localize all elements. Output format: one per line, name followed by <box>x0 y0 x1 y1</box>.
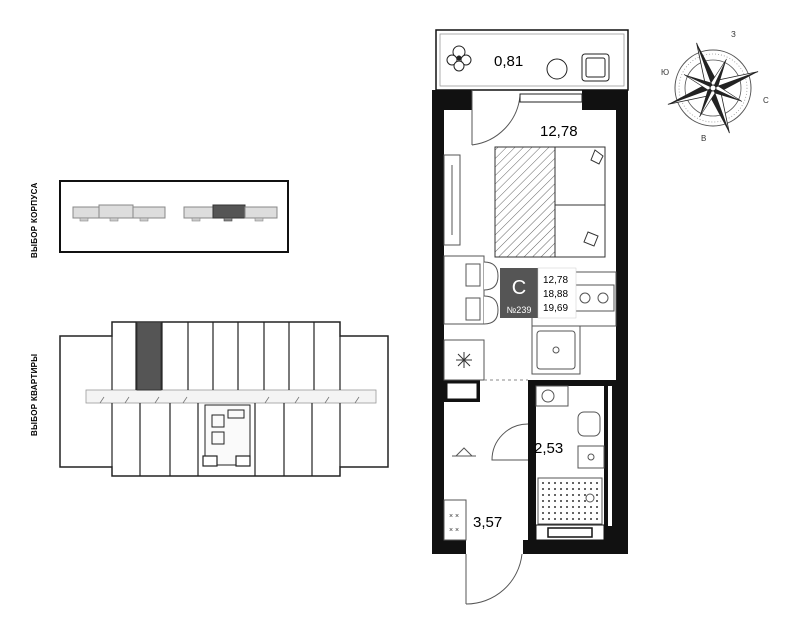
building-option-selected[interactable] <box>212 204 246 219</box>
building-selector <box>59 180 289 253</box>
compass-south-letter: В <box>701 134 706 143</box>
compass-north-letter: З <box>731 30 736 39</box>
column-inner <box>447 383 477 399</box>
apartment-selected-highlight[interactable] <box>136 321 162 391</box>
balcony-door[interactable] <box>471 90 583 146</box>
bathroom <box>535 385 605 525</box>
svg-text:× ×: × × <box>449 513 459 520</box>
balcony <box>435 29 629 91</box>
hallway: × × × × <box>443 447 476 541</box>
bed <box>494 146 606 258</box>
compass-east-letter: С <box>763 96 769 105</box>
wardrobe <box>443 154 461 246</box>
fridge <box>443 339 485 381</box>
shaft-inner <box>608 386 612 526</box>
card-living: 12,78 <box>543 275 568 286</box>
building-option-1[interactable] <box>72 204 166 222</box>
pillow-icon-2 <box>583 231 599 247</box>
compass-west-letter: Ю <box>661 68 669 77</box>
building-option-2[interactable] <box>183 204 278 222</box>
card-number: №239 <box>507 305 532 315</box>
dining-table <box>443 255 499 325</box>
bathroom-area: 2,53 <box>534 440 563 457</box>
chair-icon <box>581 53 610 82</box>
card-badge <box>500 268 538 318</box>
compass-rose <box>667 42 759 134</box>
floor-plan-mini <box>59 321 389 477</box>
bath-sill-inner <box>547 527 593 538</box>
apartment-select-label: ВЫБОР КВАРТИРЫ <box>30 354 39 436</box>
building-select-label: ВЫБОР КОРПУСА <box>30 182 39 258</box>
living-area: 12,78 <box>540 123 578 140</box>
table-icon <box>546 58 568 80</box>
bathroom-door[interactable] <box>491 423 529 461</box>
apartment-card: С №239 12,78 18,88 19,69 <box>500 267 577 319</box>
plant-icon <box>446 45 472 72</box>
card-total-balcony: 19,69 <box>543 303 568 314</box>
entrance-door[interactable] <box>465 553 523 605</box>
pillow-icon <box>590 149 604 165</box>
balcony-area: 0,81 <box>494 53 523 70</box>
card-total: 18,88 <box>543 289 568 300</box>
svg-text:× ×: × × <box>449 527 459 534</box>
hall-area: 3,57 <box>473 514 502 531</box>
card-type-letter: С <box>512 277 526 299</box>
